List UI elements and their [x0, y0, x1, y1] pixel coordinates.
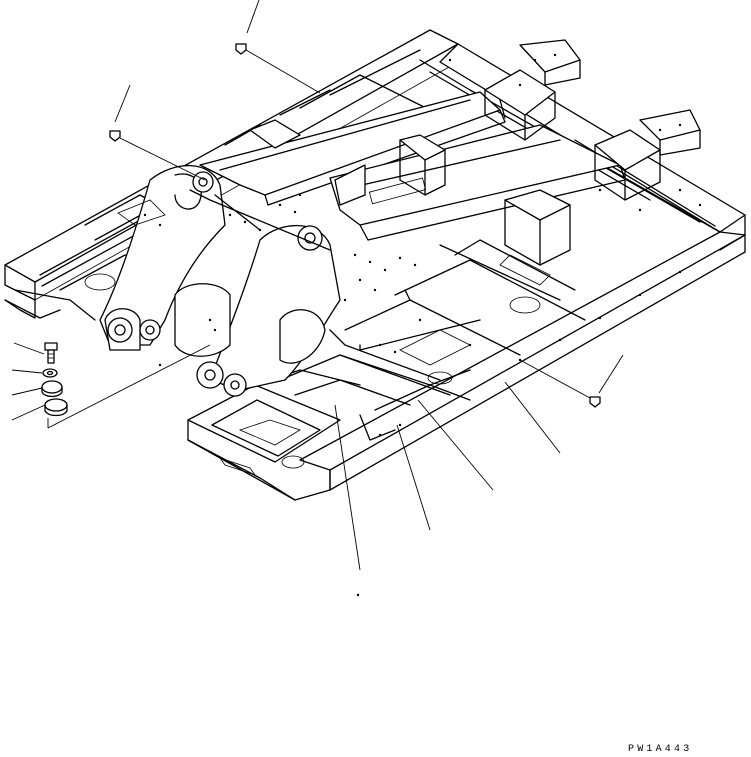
boom-foot-plates — [99, 164, 341, 397]
right-brackets — [399, 39, 701, 266]
cap-part — [41, 380, 63, 398]
leader-lines — [11, 0, 624, 571]
main-frame-outline — [4, 29, 746, 501]
washer-part — [42, 368, 58, 378]
bolt-part — [44, 342, 58, 364]
upper-beam — [199, 91, 626, 241]
screw-part — [235, 43, 247, 55]
screw-part — [589, 396, 601, 408]
screw-part — [109, 130, 121, 142]
inner-cross-members — [4, 49, 721, 441]
drawing-code-label: PW1A443 — [628, 744, 693, 755]
loose-hardware — [41, 43, 601, 417]
plug-part — [44, 398, 68, 417]
